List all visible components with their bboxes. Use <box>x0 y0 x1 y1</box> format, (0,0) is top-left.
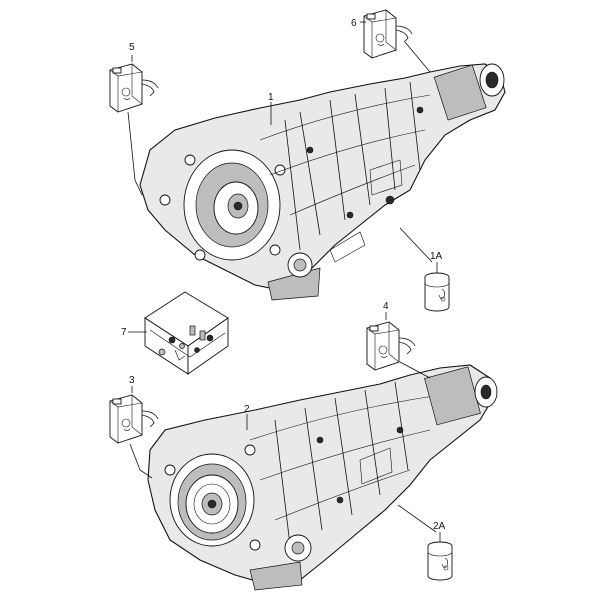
callout-1a: 1A <box>430 251 443 262</box>
leader-lines <box>127 21 441 542</box>
callout-3: 3 <box>129 375 135 386</box>
repair-kit-box-icon <box>144 291 229 375</box>
oil-canister-icon-5 <box>109 63 159 113</box>
fluid-can-icon-1a <box>424 272 450 312</box>
callout-1: 1 <box>268 92 274 103</box>
transmission-2 <box>147 364 498 591</box>
fluid-can-icon-2a <box>427 541 453 581</box>
callout-7: 7 <box>121 327 127 338</box>
callout-5: 5 <box>129 42 135 53</box>
oil-canister-icon-6 <box>363 9 413 59</box>
callout-4: 4 <box>383 301 389 312</box>
transmission-1 <box>139 63 506 301</box>
callout-6: 6 <box>351 18 357 29</box>
callout-2: 2 <box>244 404 250 415</box>
callout-2a: 2A <box>433 521 446 532</box>
oil-canister-icon-4 <box>366 321 416 371</box>
oil-canister-icon-3 <box>109 394 159 444</box>
